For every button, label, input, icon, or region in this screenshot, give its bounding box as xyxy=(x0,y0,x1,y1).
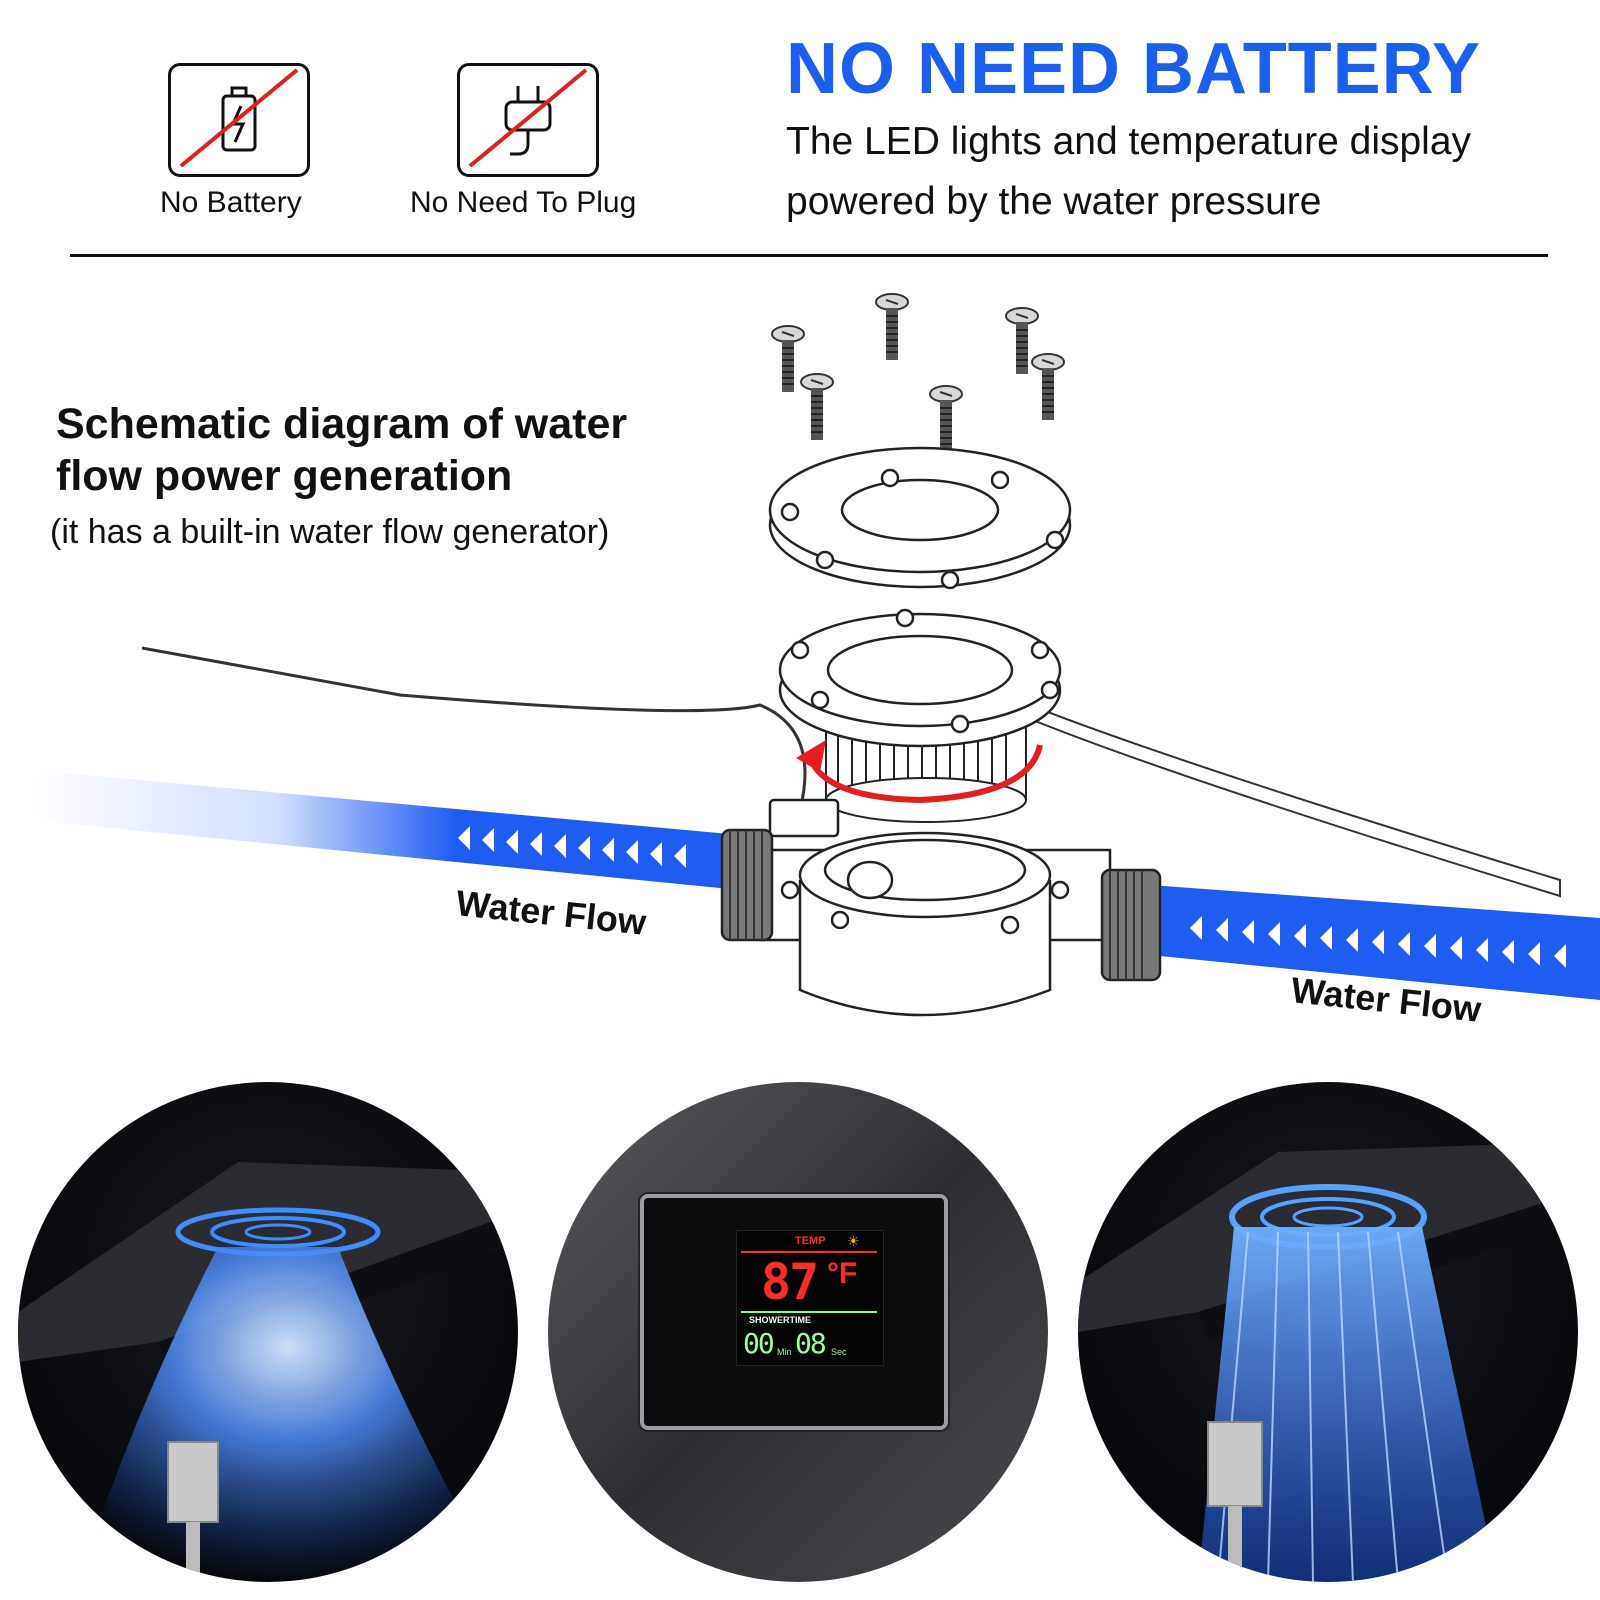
temp-divider xyxy=(741,1251,877,1253)
schematic-subtitle: (it has a built-in water flow generator) xyxy=(50,513,610,551)
no-battery-icon xyxy=(168,63,310,177)
water-flow-label-left: Water Flow xyxy=(454,882,649,943)
minutes-value: 00 xyxy=(743,1327,775,1360)
wire xyxy=(141,646,807,811)
no-battery-label: No Battery xyxy=(160,186,302,219)
schematic-title-line-2: flow power generation xyxy=(56,452,513,500)
cover-plate xyxy=(768,446,1072,590)
showertime-label: SHOWERTIME xyxy=(749,1315,811,1325)
sun-icon: ☀ xyxy=(847,1233,860,1249)
temp-label: TEMP xyxy=(795,1235,826,1247)
display-screen: TEMP ☀ 87 °F SHOWERTIME 00 Min 08 Sec xyxy=(736,1230,884,1366)
temperature-display-photo: TEMP ☀ 87 °F SHOWERTIME 00 Min 08 Sec xyxy=(548,1082,1048,1582)
no-plug-icon xyxy=(457,63,599,177)
water-flow-right: Water Flow xyxy=(1150,885,1600,1030)
seconds-value: 08 xyxy=(795,1327,827,1360)
headline-line-2: powered by the water pressure xyxy=(786,180,1322,223)
rotation-arrow-icon xyxy=(796,740,1043,804)
showertime-divider xyxy=(741,1311,877,1313)
divider xyxy=(70,254,1548,257)
water-flow-left: Water Flow xyxy=(30,770,740,943)
temperature-unit: °F xyxy=(827,1257,858,1290)
no-plug-label: No Need To Plug xyxy=(410,186,637,219)
generator-ring xyxy=(778,608,1062,748)
temperature-value: 87 xyxy=(761,1253,819,1311)
rain-shower-photo xyxy=(1078,1082,1578,1582)
schematic-title-line-1: Schematic diagram of water xyxy=(56,400,628,448)
sec-label: Sec xyxy=(831,1347,847,1357)
schematic-diagram: Water Flow Water Flow xyxy=(30,293,1600,1030)
screw-icon xyxy=(771,293,1065,453)
headline-line-1: The LED lights and temperature display xyxy=(786,120,1472,163)
min-label: Min xyxy=(777,1347,792,1357)
headline-title: NO NEED BATTERY xyxy=(786,29,1482,109)
flow-housing xyxy=(720,798,1162,1017)
mist-shower-photo xyxy=(18,1082,518,1582)
